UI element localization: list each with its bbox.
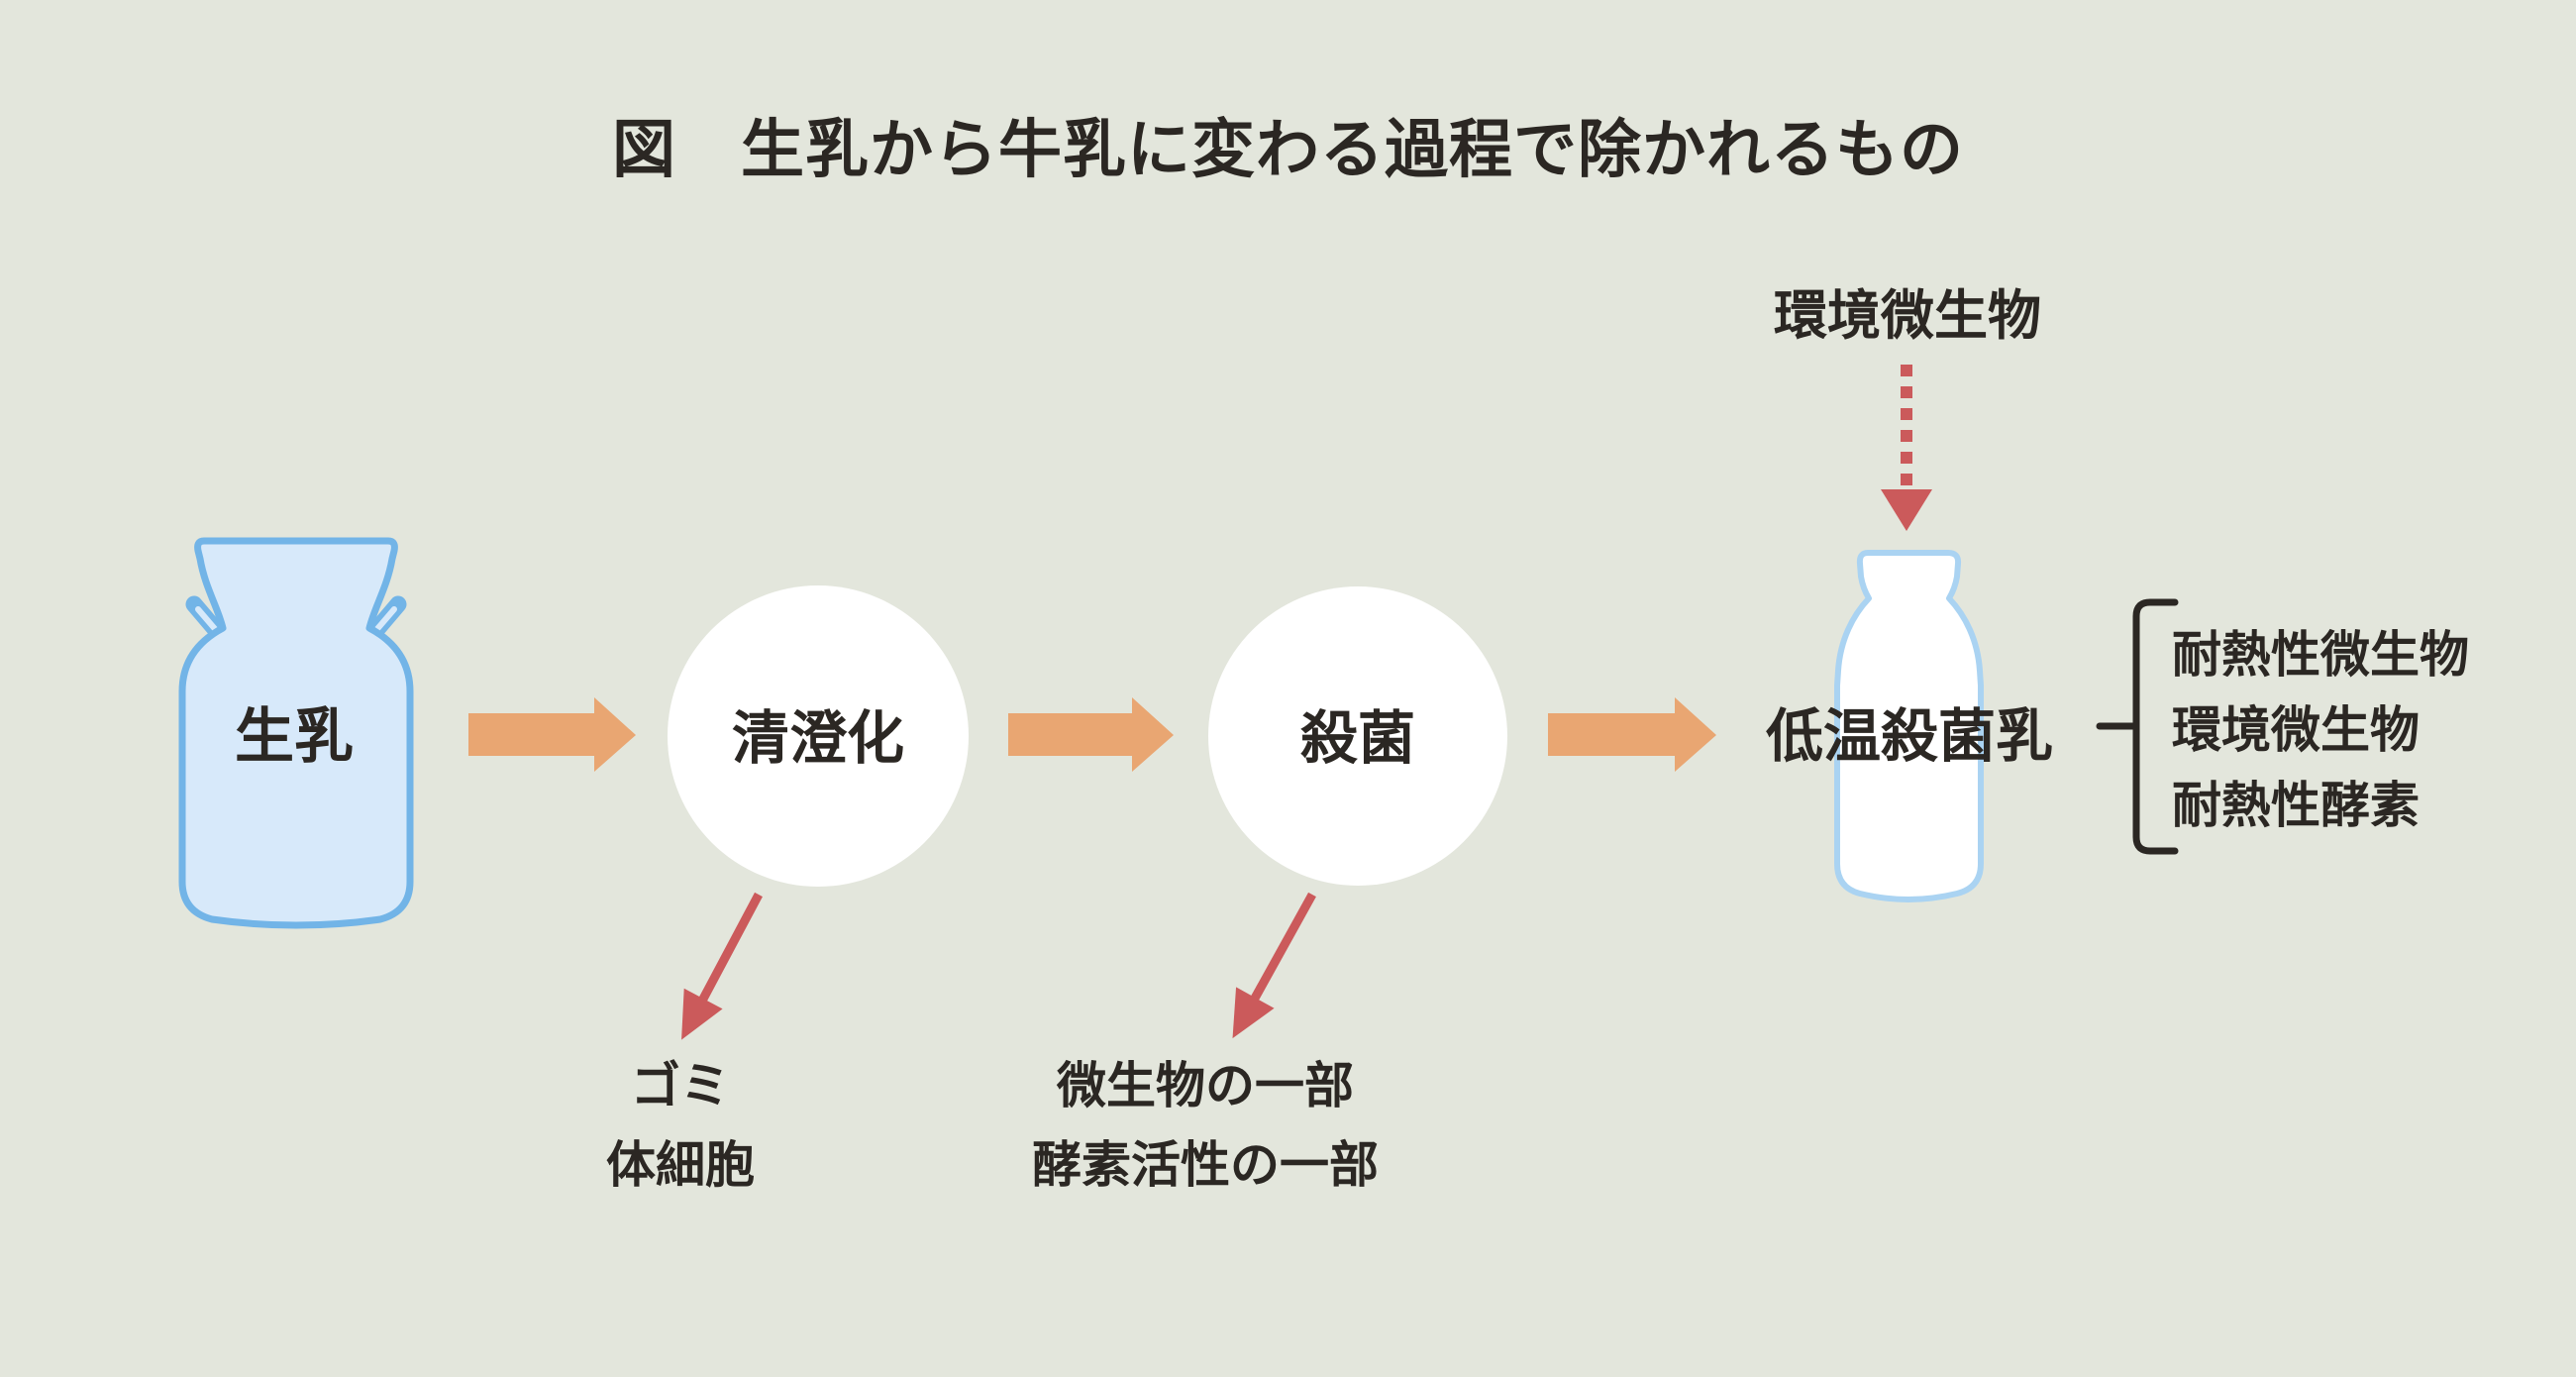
figure-title: 図 生乳から牛乳に変わる過程で除かれるもの <box>612 114 1964 187</box>
removed-by-sterilization: 微生物の一部 酵素活性の一部 <box>1007 1046 1403 1205</box>
pasteurized-milk-label: 低温殺菌乳 <box>1765 702 2053 770</box>
remaining-item: 耐熱性酵素 <box>2172 777 2420 834</box>
process-circle-clarification <box>668 585 969 887</box>
flow-arrow-1 <box>468 697 636 772</box>
removed-item: 微生物の一部 <box>1057 1057 1354 1114</box>
removal-arrow-sterilization <box>1232 892 1316 1039</box>
milk-bottle-icon <box>1834 550 1984 902</box>
step-clarification-label: 清澄化 <box>731 704 904 772</box>
removed-item: 酵素活性の一部 <box>1032 1136 1379 1194</box>
removed-item: ゴミ <box>631 1057 730 1114</box>
raw-milk-label: 生乳 <box>235 701 354 772</box>
remaining-item: 耐熱性微生物 <box>2172 626 2469 684</box>
process-circle-sterilization <box>1208 586 1507 886</box>
removed-item: 体細胞 <box>606 1136 755 1194</box>
remaining-item: 環境微生物 <box>2172 701 2420 759</box>
environmental-microbes-label: 環境微生物 <box>1774 283 2041 347</box>
flow-arrow-2 <box>1008 697 1174 772</box>
removed-by-clarification: ゴミ 体細胞 <box>507 1046 854 1205</box>
milk-can-icon <box>178 537 414 929</box>
flow-arrow-3 <box>1548 697 1716 772</box>
remaining-items-list: 耐熱性微生物 環境微生物 耐熱性酵素 <box>2172 617 2469 843</box>
removal-arrow-clarification <box>681 892 763 1040</box>
remaining-bracket <box>2096 598 2179 855</box>
contamination-dashed-arrow <box>1881 365 1932 531</box>
step-sterilization-label: 殺菌 <box>1299 704 1415 772</box>
